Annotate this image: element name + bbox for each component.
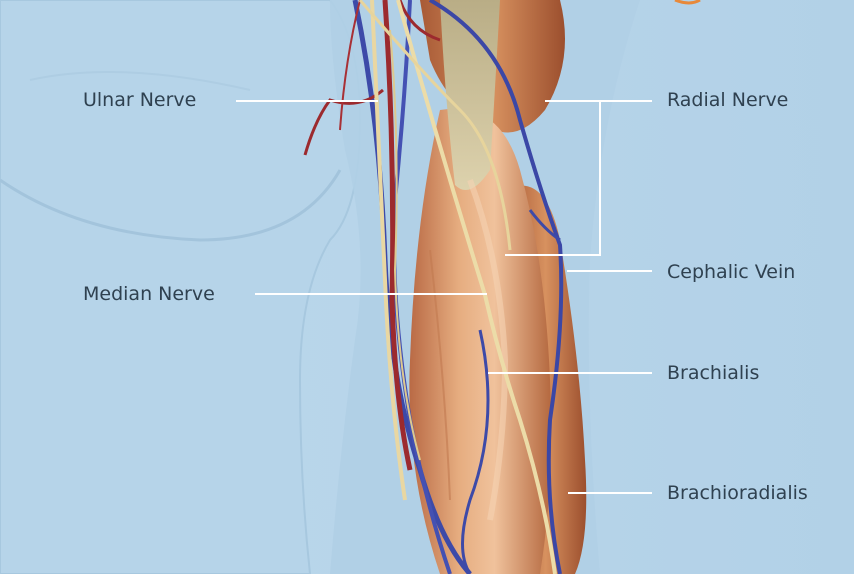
label-ulnar-nerve: Ulnar Nerve (83, 89, 196, 111)
label-radial-nerve: Radial Nerve (667, 89, 788, 111)
label-cephalic-vein: Cephalic Vein (667, 261, 795, 283)
label-brachioradialis: Brachioradialis (667, 482, 808, 504)
label-brachialis: Brachialis (667, 362, 759, 384)
label-median-nerve: Median Nerve (83, 283, 215, 305)
